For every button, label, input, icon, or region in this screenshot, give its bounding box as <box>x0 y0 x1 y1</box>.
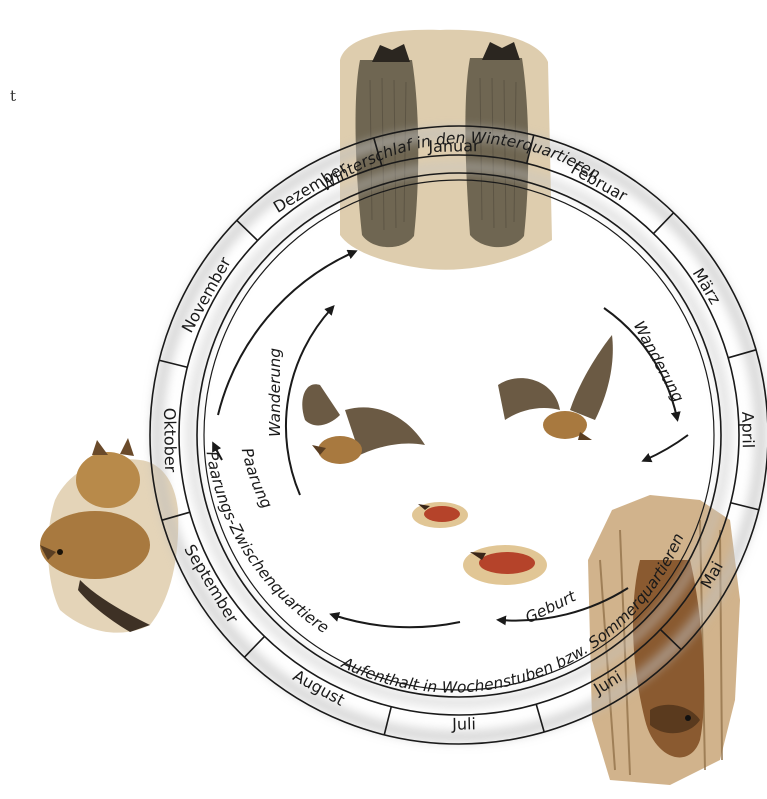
phase-migration-spring-label: Wanderung <box>630 318 688 405</box>
phase-migration-autumn-label: Wanderung <box>266 348 284 437</box>
bat-pups-illustration <box>412 502 547 585</box>
month-label: April <box>738 412 758 449</box>
month-label: Oktober <box>160 408 180 473</box>
month-label: Juli <box>451 714 476 733</box>
arrow-summer-arc <box>645 435 688 460</box>
bat-flying-left-illustration <box>302 384 425 464</box>
fragment-text: t <box>10 87 16 105</box>
phase-mating-label: Paarung <box>238 446 276 511</box>
bat-flying-right-illustration <box>498 335 613 440</box>
arrow-summer-to-autumn <box>333 615 460 627</box>
phase-mating-textpath: Paarung <box>238 446 276 511</box>
phase-migration-autumn-tspan: Wanderung <box>266 348 284 437</box>
phase-migration-spring-tspan: Wanderung <box>630 318 688 405</box>
